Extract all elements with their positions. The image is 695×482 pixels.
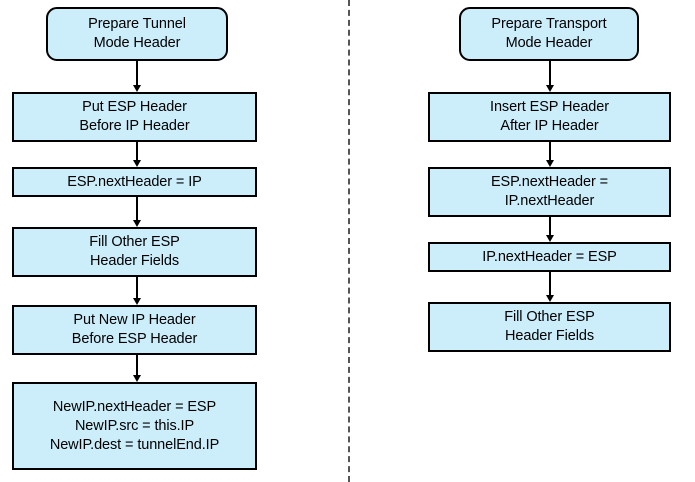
- arrow-transport-1: [546, 61, 554, 92]
- arrow-transport-2: [546, 142, 554, 167]
- node-tunnel-step-5: NewIP.nextHeader = ESP NewIP.src = this.…: [12, 382, 257, 470]
- arrow-tunnel-2: [133, 142, 141, 167]
- arrow-transport-3: [546, 217, 554, 242]
- node-tunnel-step-1: Put ESP Header Before IP Header: [12, 92, 257, 142]
- node-transport-start: Prepare Transport Mode Header: [459, 7, 639, 61]
- arrow-tunnel-4: [133, 277, 141, 305]
- vertical-dashed-separator: [348, 0, 350, 482]
- node-transport-step-2: ESP.nextHeader = IP.nextHeader: [428, 167, 671, 217]
- node-tunnel-step-3: Fill Other ESP Header Fields: [12, 227, 257, 277]
- arrow-tunnel-1: [133, 61, 141, 92]
- node-transport-step-1: Insert ESP Header After IP Header: [428, 92, 671, 142]
- arrow-transport-4: [546, 272, 554, 302]
- arrow-tunnel-5: [133, 355, 141, 382]
- node-tunnel-step-4: Put New IP Header Before ESP Header: [12, 305, 257, 355]
- arrow-tunnel-3: [133, 197, 141, 227]
- node-transport-step-3: IP.nextHeader = ESP: [428, 242, 671, 272]
- node-tunnel-start: Prepare Tunnel Mode Header: [46, 7, 228, 61]
- node-tunnel-step-2: ESP.nextHeader = IP: [12, 167, 257, 197]
- node-transport-step-4: Fill Other ESP Header Fields: [428, 302, 671, 352]
